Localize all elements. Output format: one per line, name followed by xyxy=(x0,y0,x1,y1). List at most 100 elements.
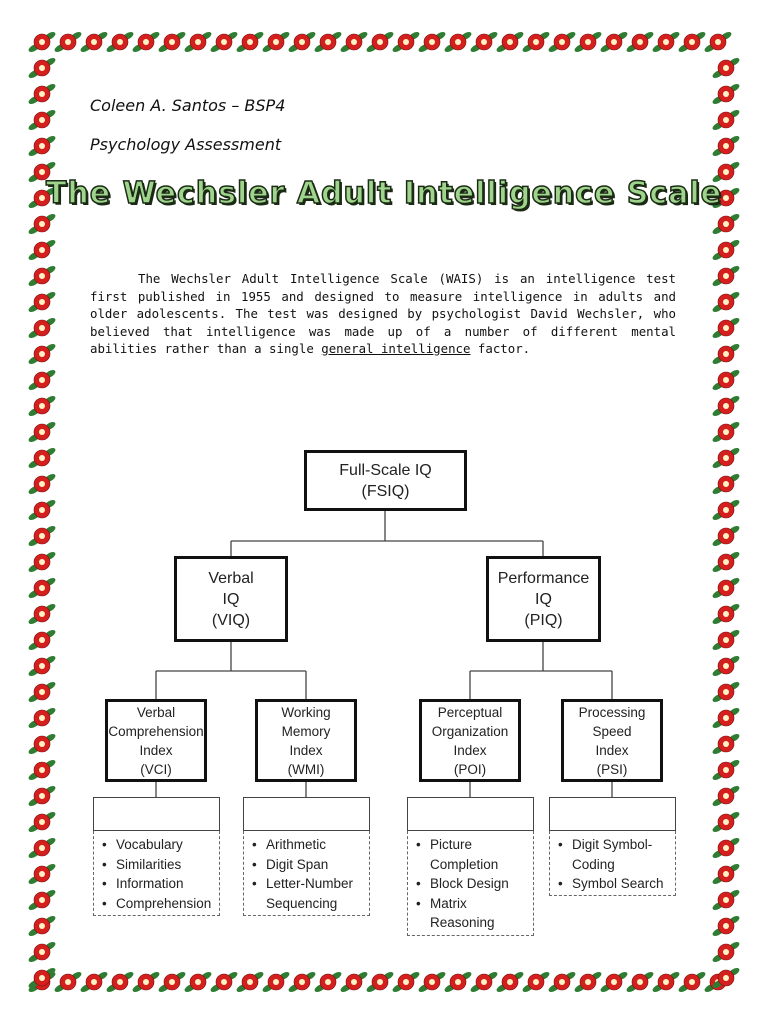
flower-icon xyxy=(28,162,56,182)
page-title: The Wechsler Adult Intelligence Scale xyxy=(45,175,723,212)
flower-icon xyxy=(28,552,56,572)
flower-icon xyxy=(600,32,628,52)
flower-icon xyxy=(236,32,264,52)
flower-icon xyxy=(712,110,740,130)
flower-icon xyxy=(262,32,290,52)
list-item: Sequencing xyxy=(252,894,365,914)
flower-icon xyxy=(28,760,56,780)
flower-icon xyxy=(80,972,108,992)
flower-icon xyxy=(28,500,56,520)
flower-icon xyxy=(28,604,56,624)
list-header xyxy=(93,797,220,831)
flower-icon xyxy=(712,266,740,286)
flower-icon xyxy=(366,32,394,52)
flower-icon xyxy=(712,526,740,546)
flower-icon xyxy=(28,578,56,598)
flower-icon xyxy=(28,812,56,832)
list-header xyxy=(243,797,370,831)
poi-subtests: Picture Completion Block Design Matrix R… xyxy=(407,797,534,936)
flower-icon xyxy=(28,942,56,962)
flower-icon xyxy=(28,344,56,364)
fsiq-box: Full-Scale IQ (FSIQ) xyxy=(304,450,467,511)
list-item-continuation: Sequencing xyxy=(266,895,338,911)
flower-icon xyxy=(28,32,56,52)
flower-icon xyxy=(712,630,740,650)
poi-line2: Organization xyxy=(431,723,509,739)
flower-icon xyxy=(28,422,56,442)
list-item: Symbol Search xyxy=(558,874,671,894)
psi-subtests: Digit Symbol- Coding Symbol Search xyxy=(549,797,676,896)
viq-line1: Verbal xyxy=(208,569,254,587)
flower-icon xyxy=(548,972,576,992)
flower-icon xyxy=(340,972,368,992)
list-item: Vocabulary xyxy=(102,835,215,855)
poi-abbr: (POI) xyxy=(453,761,487,777)
flower-icon xyxy=(28,292,56,312)
flower-icon xyxy=(626,972,654,992)
paragraph-end: factor. xyxy=(470,341,531,356)
list-body: Picture Completion Block Design Matrix R… xyxy=(407,831,534,936)
flower-icon xyxy=(392,972,420,992)
flower-icon xyxy=(28,838,56,858)
piq-line1: Performance xyxy=(497,569,590,587)
fsiq-abbr: (FSIQ) xyxy=(361,482,410,500)
wmi-line1: Working xyxy=(281,704,331,720)
list-item: Comprehension xyxy=(102,894,215,914)
psi-line2: Speed xyxy=(592,723,632,739)
flower-icon xyxy=(210,972,238,992)
intro-paragraph: The Wechsler Adult Intelligence Scale (W… xyxy=(90,270,676,358)
general-intelligence-link[interactable]: general intelligence xyxy=(321,341,471,356)
list-item: Digit Symbol- xyxy=(558,835,671,855)
wmi-abbr: (WMI) xyxy=(287,761,325,777)
flower-icon xyxy=(132,32,160,52)
paragraph-text: The Wechsler Adult Intelligence Scale (W… xyxy=(90,271,676,356)
flower-icon xyxy=(712,370,740,390)
flower-icon xyxy=(28,214,56,234)
flower-icon xyxy=(652,32,680,52)
flower-icon xyxy=(262,972,290,992)
flower-icon xyxy=(712,604,740,624)
fsiq-label: Full-Scale IQ xyxy=(339,461,432,479)
course-line: Psychology Assessment xyxy=(90,135,282,154)
flower-icon xyxy=(28,526,56,546)
list-item: Arithmetic xyxy=(252,835,365,855)
flower-icon xyxy=(28,630,56,650)
list-item: Information xyxy=(102,874,215,894)
wmi-line2: Memory xyxy=(281,723,331,739)
wmi-box: Working Memory Index (WMI) xyxy=(255,699,357,782)
flower-icon xyxy=(28,890,56,910)
viq-line2: IQ xyxy=(222,590,240,608)
flower-icon xyxy=(712,786,740,806)
flower-icon xyxy=(28,110,56,130)
flower-icon xyxy=(314,972,342,992)
flower-icon xyxy=(444,972,472,992)
flower-icon xyxy=(28,58,56,78)
psi-abbr: (PSI) xyxy=(596,761,628,777)
poi-box: Perceptual Organization Index (POI) xyxy=(419,699,521,782)
flower-icon xyxy=(28,266,56,286)
flower-icon xyxy=(548,32,576,52)
flower-icon xyxy=(28,136,56,156)
flower-icon xyxy=(712,84,740,104)
flower-icon xyxy=(28,396,56,416)
list-item-continuation: Coding xyxy=(572,856,615,872)
flower-icon xyxy=(712,344,740,364)
flower-icon xyxy=(28,734,56,754)
author-line: Coleen A. Santos – BSP4 xyxy=(90,96,286,115)
flower-icon xyxy=(392,32,420,52)
flower-icon xyxy=(712,656,740,676)
flower-icon xyxy=(712,396,740,416)
flower-icon xyxy=(28,656,56,676)
flower-icon xyxy=(522,972,550,992)
flower-icon xyxy=(470,32,498,52)
flower-icon xyxy=(28,318,56,338)
flower-icon xyxy=(712,318,740,338)
psi-line3: Index xyxy=(595,742,629,758)
flower-icon xyxy=(712,162,740,182)
vci-line1: Verbal xyxy=(136,704,176,720)
flower-icon xyxy=(158,972,186,992)
flower-icon xyxy=(132,972,160,992)
flower-icon xyxy=(80,32,108,52)
list-header xyxy=(549,797,676,831)
